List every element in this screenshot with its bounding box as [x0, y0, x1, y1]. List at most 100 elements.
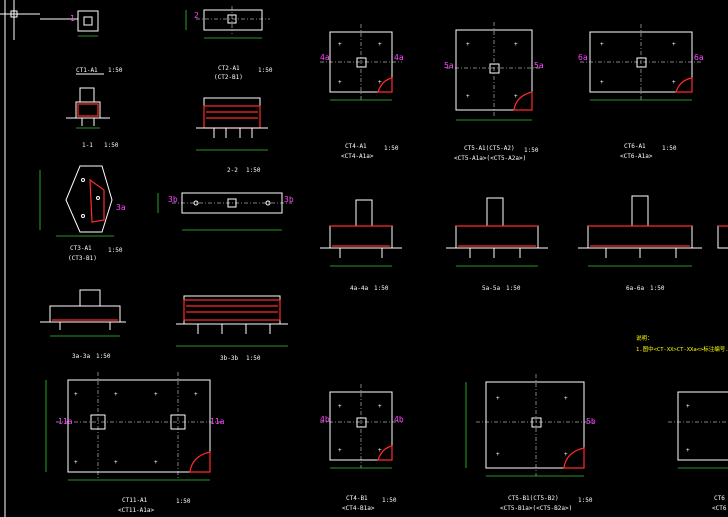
- drawing-subtitle: (CT2-B1): [214, 74, 243, 81]
- svg-text:1:50: 1:50: [524, 147, 539, 154]
- section-marker-right: 4b: [394, 415, 404, 424]
- section-6a-6a[interactable]: 6a-6a 1:50: [578, 195, 702, 292]
- section-5a-5a[interactable]: 5a-5a 1:50: [446, 197, 548, 292]
- section-marker-right: 3b: [284, 195, 294, 204]
- svg-text:1:50: 1:50: [104, 142, 119, 149]
- svg-text:+: +: [154, 391, 158, 398]
- design-notes[interactable]: 说明： 1.图中<CT-XX>CT-XXa<>标注编号...: [636, 334, 728, 353]
- svg-text:1:50: 1:50: [246, 355, 261, 362]
- svg-text:+: +: [378, 447, 382, 454]
- section-marker: 1: [70, 14, 75, 23]
- ct4-a1-plan[interactable]: + + + + 4a 4a CT4-A1 <CT4-A1a> 1:50: [320, 24, 404, 160]
- svg-text:1:50: 1:50: [96, 353, 111, 360]
- ct6-b1-plan-partial[interactable]: + + CT6 <CT6: [668, 391, 728, 512]
- drawing-title: CT6-A1: [624, 143, 646, 150]
- svg-text:+: +: [378, 41, 382, 48]
- ct5-b1-plan[interactable]: + + + + 5b CT5-B1(CT5-B2) <CT5-B1a>(<CT5…: [465, 374, 596, 512]
- drawing-subtitle: <CT4-B1a>: [342, 505, 375, 512]
- svg-text:1:50: 1:50: [246, 167, 261, 174]
- svg-text:+: +: [378, 79, 382, 86]
- ct11-a1-plan[interactable]: + + + + + + + 11a 11a CT11-A1 <CT11-A1a>…: [45, 372, 225, 514]
- section-1-1[interactable]: 1-1 1:50: [66, 87, 119, 149]
- svg-text:+: +: [114, 459, 118, 466]
- section-marker-left: 4b: [320, 415, 330, 424]
- svg-text:+: +: [686, 447, 690, 454]
- ct3-long-plan[interactable]: 3b 3b: [157, 192, 294, 231]
- section-title: 3b-3b: [220, 355, 238, 362]
- svg-text:+: +: [378, 403, 382, 410]
- section-marker-right: 4a: [394, 53, 404, 62]
- svg-text:+: +: [466, 41, 470, 48]
- svg-text:+: +: [466, 93, 470, 100]
- section-title: 6a-6a: [626, 285, 644, 292]
- section-title: 5a-5a: [482, 285, 500, 292]
- ct5-a1-plan[interactable]: + + + + 5a 5a CT5-A1(CT5-A2) <CT5-A1a>(<…: [444, 22, 544, 162]
- svg-text:+: +: [338, 79, 342, 86]
- svg-text:+: +: [564, 451, 568, 458]
- ct2-plan[interactable]: 2 CT2-A1 (CT2-B1) 1:50: [185, 6, 273, 81]
- section-title: 2-2: [227, 167, 238, 174]
- drawing-title: CT2-A1: [218, 65, 240, 72]
- svg-text:+: +: [338, 41, 342, 48]
- notes-line-1: 1.图中<CT-XX>CT-XXa<>标注编号...: [636, 345, 728, 353]
- section-marker-right: 5a: [534, 61, 544, 70]
- section-marker-right: 5b: [586, 417, 596, 426]
- drawing-subtitle: <CT4-A1a>: [341, 153, 374, 160]
- svg-text:1:50: 1:50: [374, 285, 389, 292]
- section-4a-4a[interactable]: 4a-4a 1:50: [320, 199, 402, 292]
- section-title: 4a-4a: [350, 285, 368, 292]
- section-marker-right: 11a: [210, 417, 225, 426]
- ct6-a1-plan[interactable]: + + + + 6a 6a CT6-A1 <CT6-A1a> 1:50: [578, 24, 704, 160]
- svg-text:+: +: [600, 41, 604, 48]
- svg-text:+: +: [154, 459, 158, 466]
- section-marker: 2: [194, 11, 199, 20]
- section-3b-3b[interactable]: 3b-3b 1:50: [176, 295, 288, 362]
- svg-text:+: +: [194, 391, 198, 398]
- notes-heading: 说明：: [636, 334, 653, 342]
- section-marker-left: 5a: [444, 61, 454, 70]
- drawing-title: CT4-A1: [345, 143, 367, 150]
- svg-text:1:50: 1:50: [506, 285, 521, 292]
- svg-text:1:50: 1:50: [578, 497, 593, 504]
- svg-text:+: +: [74, 391, 78, 398]
- drawing-title: CT3-A1: [70, 245, 92, 252]
- svg-text:+: +: [514, 93, 518, 100]
- svg-text:1:50: 1:50: [176, 498, 191, 505]
- drawing-title: CT5-B1(CT5-B2): [508, 495, 559, 502]
- drawing-title: CT6: [714, 495, 725, 502]
- drawing-subtitle: <CT6-A1a>: [620, 153, 653, 160]
- drawing-subtitle: (CT3-B1): [68, 255, 97, 262]
- svg-text:+: +: [672, 79, 676, 86]
- svg-text:1:50: 1:50: [382, 497, 397, 504]
- drawing-title: CT5-A1(CT5-A2): [464, 145, 515, 152]
- ct1-plan[interactable]: 1 CT1-A1 1:50: [40, 10, 123, 75]
- svg-text:+: +: [114, 391, 118, 398]
- drawing-title: CT1-A1: [76, 67, 98, 74]
- drawing-title: CT11-A1: [122, 497, 148, 504]
- svg-text:+: +: [74, 459, 78, 466]
- drawing-subtitle: <CT6: [712, 505, 727, 512]
- svg-text:+: +: [338, 403, 342, 410]
- section-marker-right: 6a: [694, 53, 704, 62]
- section-2-2[interactable]: 2-2 1:50: [196, 97, 268, 174]
- ucs-crosshair-icon: [0, 0, 40, 517]
- section-3a-3a[interactable]: 3a-3a 1:50: [40, 289, 126, 360]
- ct4-b1-plan[interactable]: + + + + 4b 4b CT4-B1 <CT4-B1a> 1:50: [320, 384, 404, 512]
- section-marker-left: 6a: [578, 53, 588, 62]
- section-marker-left: 3b: [168, 195, 178, 204]
- ct3-plan[interactable]: 3a CT3-A1 (CT3-B1) 1:50: [39, 165, 126, 262]
- drawing-subtitle: <CT5-A1a>(<CT5-A2a>): [454, 155, 526, 162]
- section-title: 1-1: [82, 142, 93, 149]
- svg-text:1:50: 1:50: [650, 285, 665, 292]
- partial-section-right: [717, 225, 728, 249]
- svg-text:1:50: 1:50: [108, 247, 123, 254]
- drawing-title: CT4-B1: [346, 495, 368, 502]
- svg-text:+: +: [686, 403, 690, 410]
- section-marker-left: 11a: [58, 417, 73, 426]
- section-title: 3a-3a: [72, 353, 90, 360]
- svg-text:+: +: [672, 41, 676, 48]
- svg-text:1:50: 1:50: [662, 145, 677, 152]
- drawing-scale: 1:50: [108, 67, 123, 74]
